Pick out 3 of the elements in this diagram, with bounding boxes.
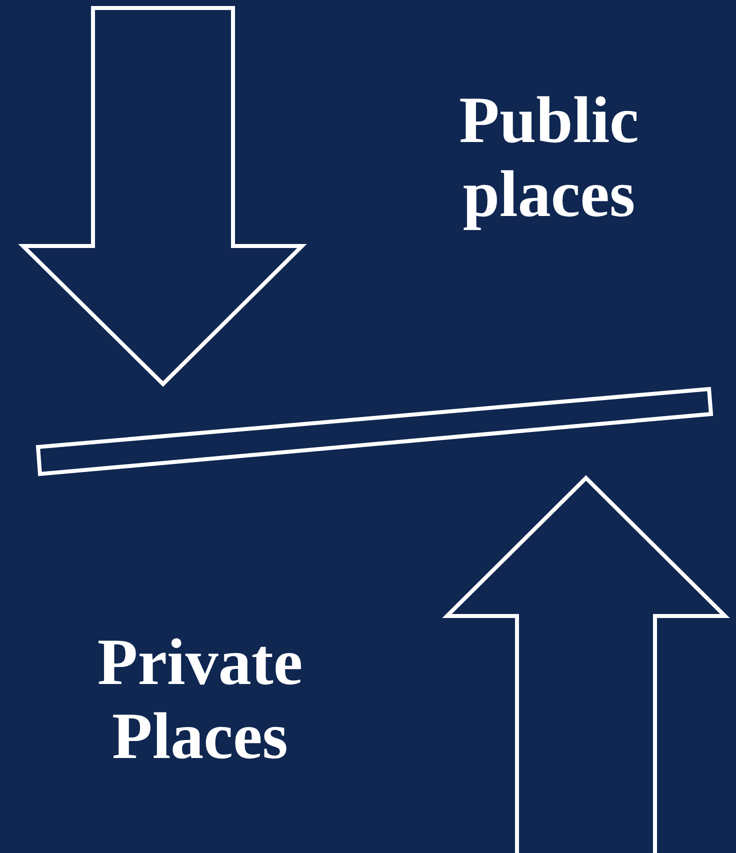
- lever-bar: [36, 386, 714, 476]
- label-text: Private Places: [96, 626, 304, 774]
- label-text: Public places: [458, 84, 640, 232]
